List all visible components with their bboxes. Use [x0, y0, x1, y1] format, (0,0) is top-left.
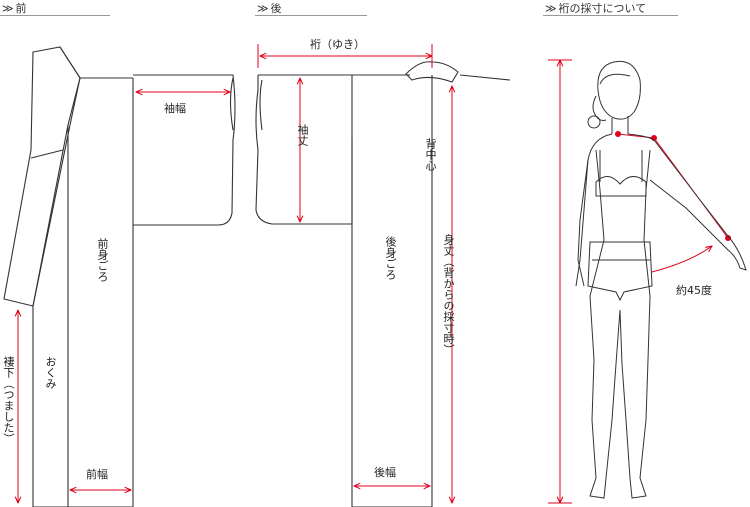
label-front-width: 前幅: [86, 468, 108, 481]
header-front-mark: ≫: [2, 2, 13, 15]
front-right-sleeve: [133, 74, 236, 226]
label-front-body: 前身ごろ: [96, 238, 109, 282]
header-yuki-mark: ≫: [545, 2, 556, 15]
label-back-body: 後身ごろ: [384, 236, 397, 280]
label-angle: 約45度: [676, 284, 712, 297]
label-sleeve-width: 袖幅: [164, 102, 186, 115]
figure-top: [595, 176, 647, 197]
angle-arc: [651, 246, 712, 273]
measurement-arrows: [18, 44, 729, 503]
back-kimono-outline: [255, 61, 511, 507]
back-sleeve: [255, 75, 352, 225]
label-yuki: 裄（ゆき）: [310, 38, 365, 51]
front-sleeve-fold-line: [30, 149, 64, 159]
back-collar: [405, 61, 459, 83]
header-back-mark: ≫: [257, 2, 268, 15]
front-collar: [32, 46, 81, 307]
label-body-length: 身丈（背からの採寸時）: [442, 234, 455, 355]
wrist-point: [725, 235, 731, 241]
header-front-text: 前: [15, 2, 27, 15]
figure-head: [597, 60, 641, 120]
woman-figure: [575, 60, 747, 499]
header-back-underline: [255, 15, 367, 16]
front-left-sleeve: [3, 46, 81, 307]
label-back-width: 後幅: [374, 466, 396, 479]
header-yuki-text: 裄の採寸について: [558, 2, 647, 15]
label-sleeve-length: 袖丈: [296, 124, 309, 146]
label-okumi: おくみ: [44, 356, 57, 389]
header-back: ≫後: [257, 0, 282, 16]
header-front-underline: [0, 15, 110, 16]
header-front: ≫前: [2, 0, 27, 16]
front-kimono-outline: [3, 46, 236, 507]
figure-yuki-line: [617, 133, 729, 239]
neck-point: [615, 131, 621, 137]
label-tsumashita: 褄下（つました）: [2, 356, 15, 444]
header-yuki: ≫裄の採寸について: [545, 0, 646, 16]
header-back-text: 後: [270, 2, 282, 15]
label-back-center: 背中心: [424, 138, 437, 171]
header-yuki-underline: [543, 15, 678, 16]
figure-shorts: [587, 241, 653, 302]
